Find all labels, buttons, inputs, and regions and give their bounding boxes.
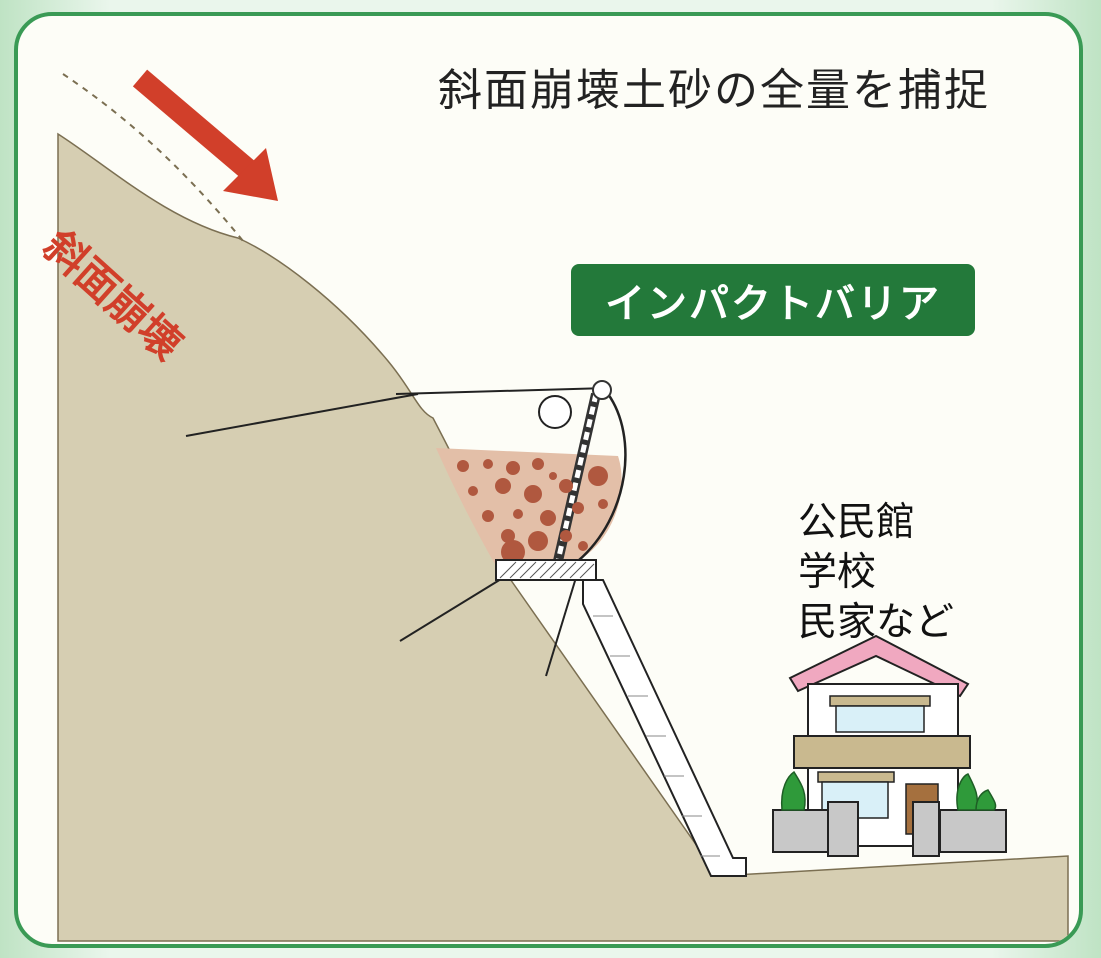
facility-label: 民家など	[798, 600, 955, 645]
shrub-icon	[780, 770, 997, 811]
gate-post-right	[912, 801, 940, 857]
original-slope-line	[62, 73, 244, 242]
house-balcony	[793, 735, 971, 769]
protected-facilities: 公民館 学校 民家など	[798, 498, 1018, 648]
anchor-wire-top	[185, 393, 419, 437]
facility-label: 公民館	[798, 500, 916, 545]
anchor-wire-back	[545, 570, 579, 677]
facility-label: 学校	[798, 550, 877, 595]
support-ring	[538, 395, 572, 429]
diagram-frame: 斜面崩壊土砂の全量を捕捉 インパクトバリア 斜面崩壊 公民館 学校 民家など	[14, 12, 1083, 948]
anchor-wire-lower	[399, 575, 507, 642]
barrier-foundation	[495, 559, 597, 581]
retaining-wall	[582, 579, 747, 877]
house-icon	[772, 634, 1007, 857]
barrier-net-icon	[436, 380, 627, 566]
gate-post-left	[827, 801, 859, 857]
front-wall-right	[939, 809, 1007, 853]
rock-fragments	[457, 458, 608, 564]
arrow-down-right-icon	[132, 69, 278, 201]
top-wire	[395, 387, 609, 395]
house-window-upper	[835, 705, 925, 733]
slope-diagram	[57, 69, 1069, 942]
front-wall-left	[772, 809, 836, 853]
impact-barrier-badge: インパクトバリア	[571, 264, 975, 336]
diagram-title: 斜面崩壊土砂の全量を捕捉	[438, 65, 990, 116]
net-curve	[577, 393, 627, 562]
